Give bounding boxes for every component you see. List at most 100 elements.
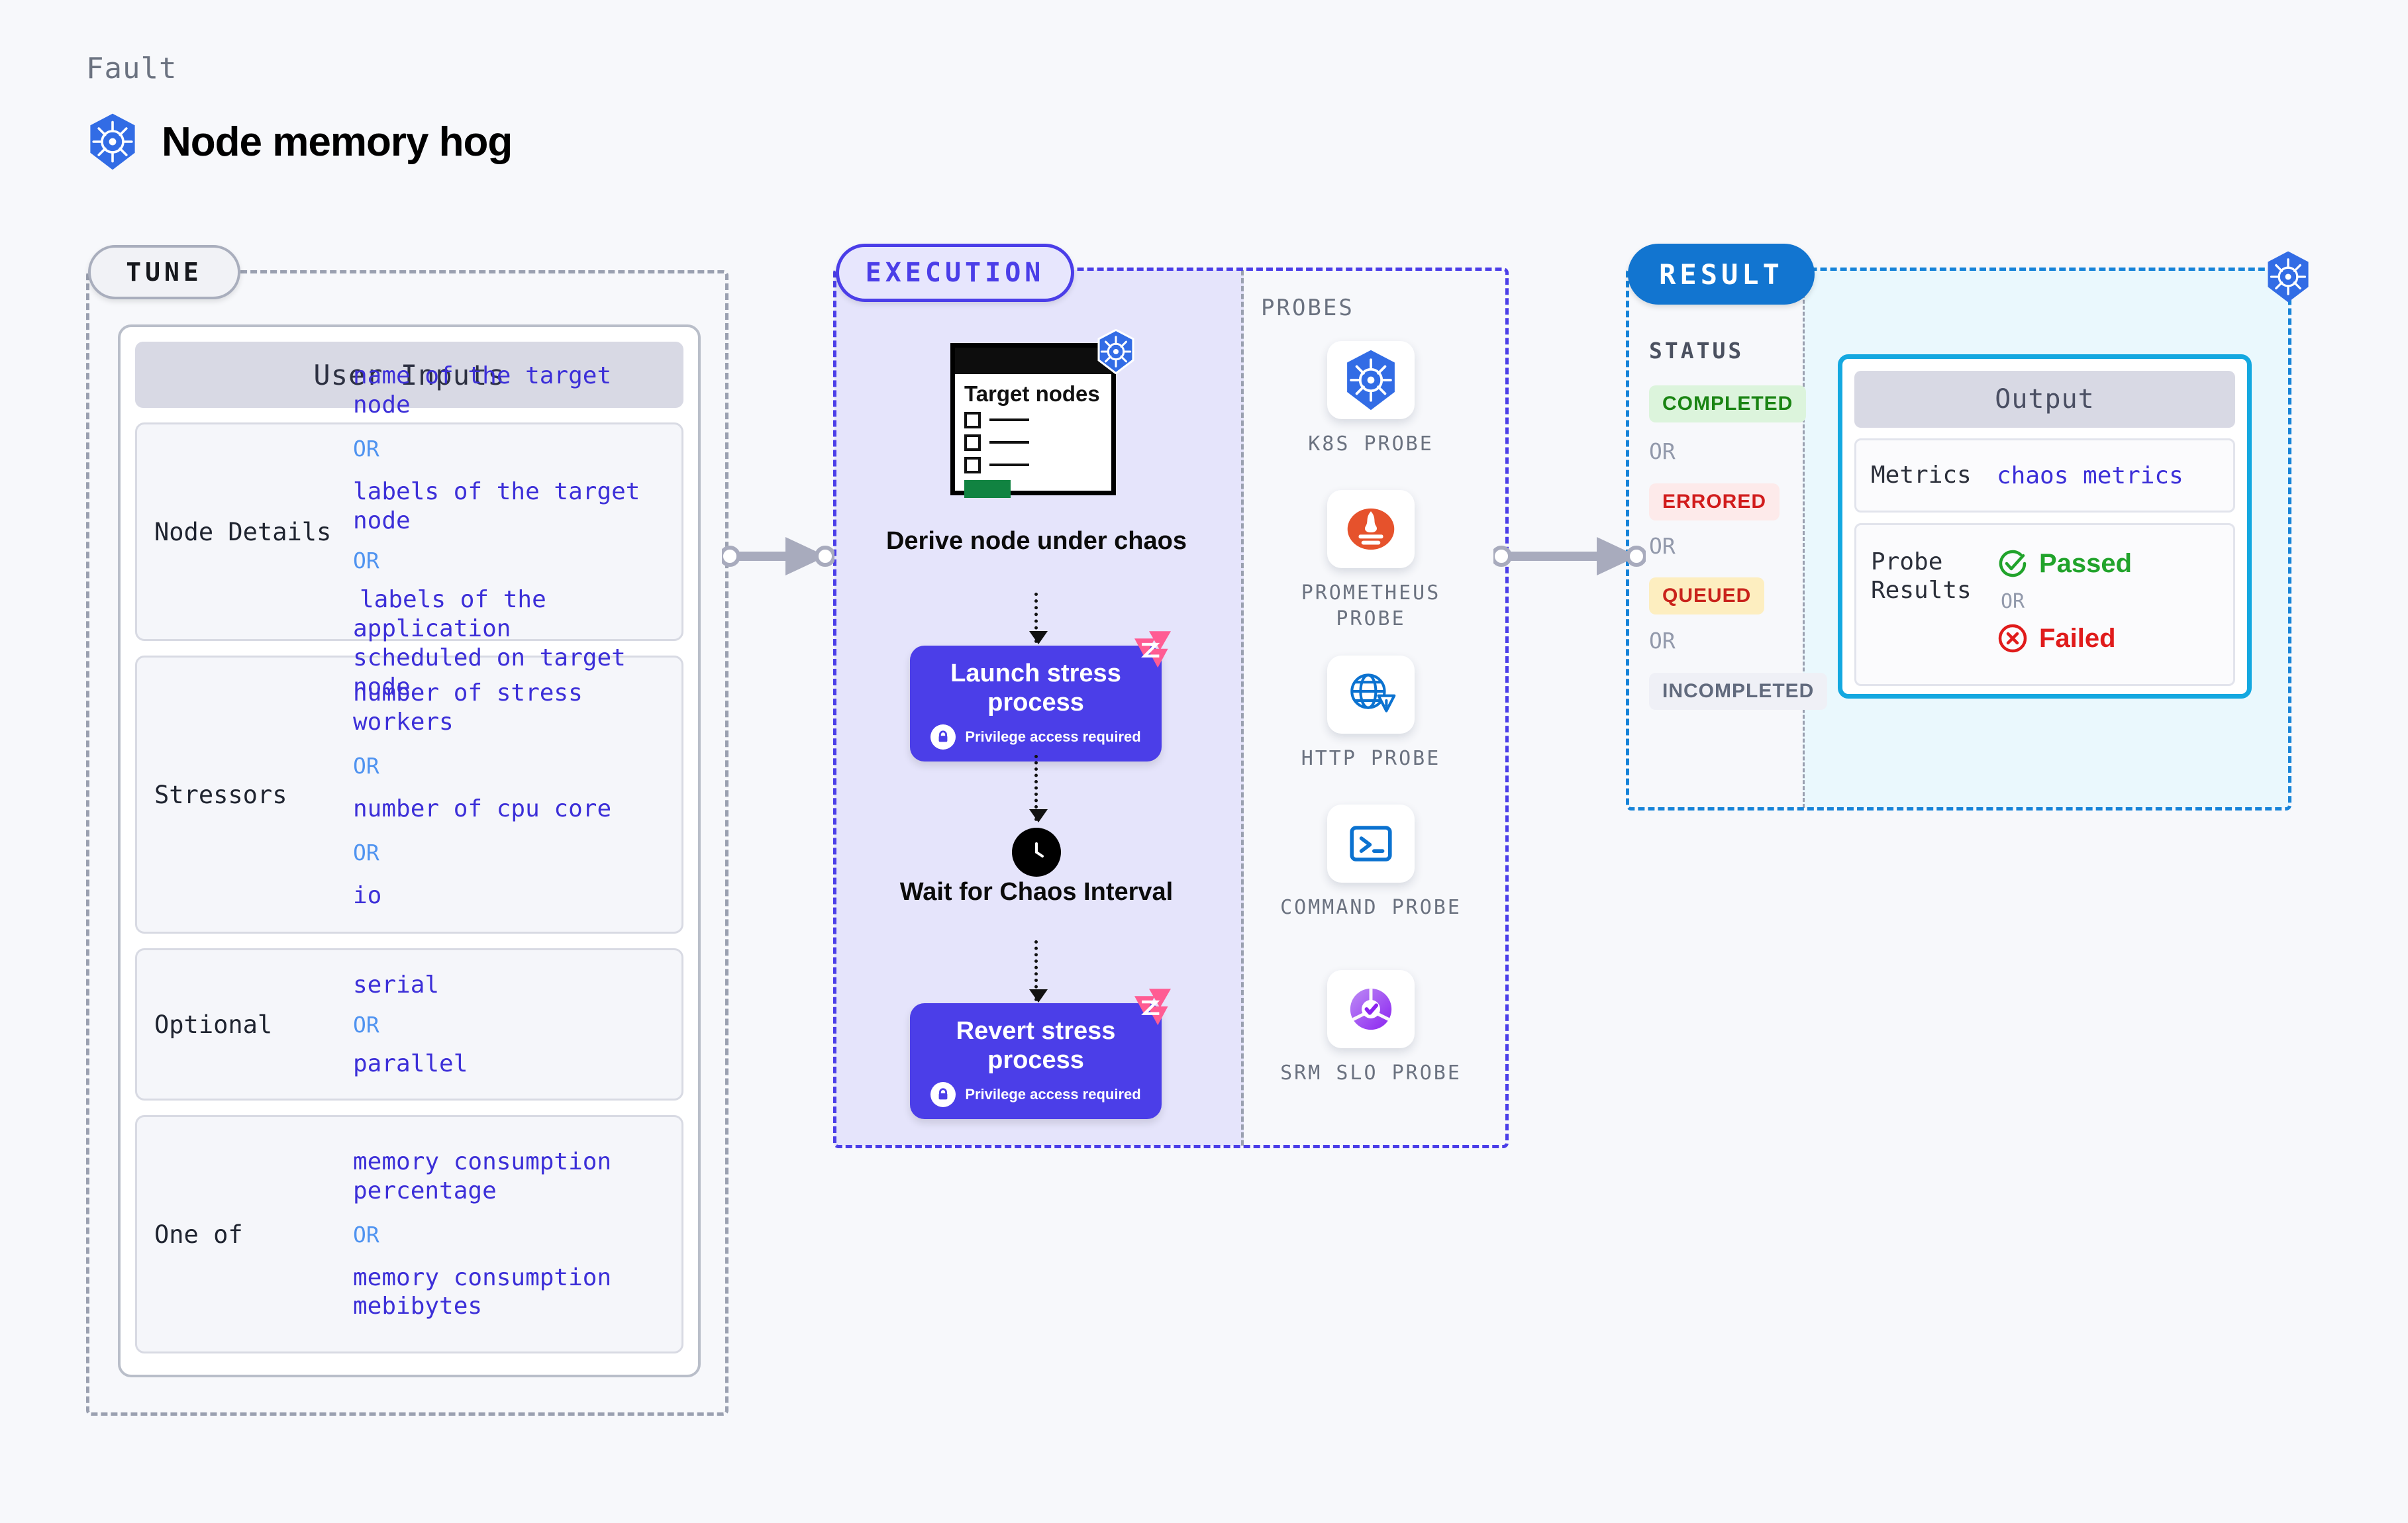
status-badge: QUEUED <box>1649 577 1765 614</box>
target-nodes-title: Target nodes <box>964 381 1100 406</box>
tune-frame <box>86 270 728 1416</box>
step-title: Launch stress process <box>950 660 1121 717</box>
user-inputs-title: User Inputs <box>135 342 683 408</box>
passed-label: Passed <box>2039 548 2132 578</box>
value-item: name of the target node <box>353 362 612 419</box>
checklist-item <box>964 456 1102 473</box>
probe-label: HTTP PROBE <box>1301 747 1441 770</box>
kubernetes-icon <box>2268 251 2309 303</box>
table-row: Optional serial OR parallel <box>135 948 683 1101</box>
probe-label: COMMAND PROBE <box>1280 896 1462 919</box>
probe-result-failed: Failed <box>1997 622 2132 654</box>
check-circle-icon <box>1999 550 2027 577</box>
probes-section-label: PROBES <box>1261 295 1354 321</box>
connector-tune-to-execution <box>722 537 834 575</box>
checkbox-icon <box>964 434 981 451</box>
stage-pill-execution[interactable]: EXECUTION <box>836 244 1074 302</box>
value-item: memory consumption percentage <box>353 1148 612 1204</box>
status-badge: COMPLETED <box>1649 385 1807 422</box>
flow-arrow <box>1029 593 1048 644</box>
probe-label: PROMETHEUS PROBE <box>1301 581 1441 630</box>
privilege-note: Privilege access required <box>917 724 1155 750</box>
output-card: Output Metrics chaos metrics Probe Resul… <box>1838 354 2252 699</box>
litmus-chaos-icon <box>1134 989 1171 1026</box>
litmus-chaos-icon <box>1134 631 1171 668</box>
or-separator: OR <box>353 753 379 779</box>
privilege-text: Privilege access required <box>965 728 1141 745</box>
probe-results-label: Probe Results <box>1871 548 1972 605</box>
probe-prometheus[interactable]: PROMETHEUS PROBE <box>1272 490 1470 632</box>
value-item: number of stress workers <box>353 679 583 736</box>
row-label-one-of: One of <box>154 1220 243 1249</box>
step-revert-stress-process[interactable]: Revert stress process Privilege access r… <box>910 989 1171 1119</box>
row-label-stressors: Stressors <box>154 780 287 809</box>
checklist-item <box>964 411 1102 428</box>
user-inputs-card: User Inputs Node Details name of the tar… <box>118 324 701 1377</box>
target-nodes-card: Target nodes <box>950 329 1134 498</box>
table-row: Stressors number of stress workers OR nu… <box>135 656 683 934</box>
value-item: labels of the application scheduled on t… <box>353 586 626 701</box>
card-titlebar <box>955 348 1111 374</box>
row-values: serial OR parallel <box>353 971 664 1079</box>
output-title: Output <box>1854 371 2235 428</box>
row-values: number of stress workers OR number of cp… <box>353 679 664 910</box>
probe-label: SRM SLO PROBE <box>1280 1061 1462 1085</box>
output-probe-results-row: Probe Results Passed OR Faile <box>1854 523 2235 686</box>
table-row: One of memory consumption percentage OR … <box>135 1115 683 1353</box>
or-separator: OR <box>353 436 379 462</box>
row-label-optional: Optional <box>154 1010 273 1039</box>
flow-arrow <box>1029 755 1048 822</box>
probe-srm-slo[interactable]: SRM SLO PROBE <box>1272 970 1470 1086</box>
step-caption-wait-interval: Wait for Chaos Interval <box>899 878 1174 906</box>
status-badge: INCOMPLETED <box>1649 673 1828 710</box>
value-item: number of cpu core <box>353 795 612 822</box>
or-separator: OR <box>353 548 379 573</box>
stage-pill-result[interactable]: RESULT <box>1628 244 1815 305</box>
step-launch-stress-process[interactable]: Launch stress process Privilege access r… <box>910 631 1171 762</box>
metrics-value: chaos metrics <box>1997 462 2183 489</box>
page-title: Node memory hog <box>162 119 513 165</box>
stage-pill-tune[interactable]: TUNE <box>88 245 240 299</box>
kubernetes-icon <box>1327 341 1415 419</box>
slo-gauge-icon <box>1327 970 1415 1048</box>
table-row: Node Details name of the target node OR … <box>135 362 683 701</box>
or-separator: OR <box>353 1221 379 1248</box>
or-separator: OR <box>2001 590 2025 613</box>
checkbox-icon <box>964 456 981 473</box>
or-separator: OR <box>1649 628 1676 654</box>
row-values: name of the target node OR labels of the… <box>353 362 664 701</box>
privilege-text: Privilege access required <box>965 1085 1141 1103</box>
checkbox-icon <box>964 411 981 428</box>
lock-icon <box>930 1081 956 1107</box>
globe-warning-icon <box>1327 656 1415 734</box>
status-section-label: STATUS <box>1649 338 1744 364</box>
row-label-node-details: Node Details <box>154 517 332 546</box>
terminal-icon <box>1327 805 1415 883</box>
output-metrics-row: Metrics chaos metrics <box>1854 438 2235 513</box>
execution-frame <box>833 268 1509 1148</box>
line-placeholder <box>989 464 1029 467</box>
probe-http[interactable]: HTTP PROBE <box>1272 656 1470 771</box>
value-item: labels of the target node <box>353 478 640 535</box>
metrics-label: Metrics <box>1871 462 1972 489</box>
card-body: Target nodes <box>955 374 1111 506</box>
value-item: parallel <box>353 1050 468 1077</box>
failed-label: Failed <box>2039 623 2116 653</box>
or-separator: OR <box>1649 533 1676 559</box>
probe-result-passed: Passed <box>1997 548 2132 579</box>
step-caption-derive-node: Derive node under chaos <box>885 527 1187 555</box>
or-separator: OR <box>353 1011 379 1038</box>
value-item: serial <box>353 971 440 999</box>
lock-icon <box>930 724 956 750</box>
or-separator: OR <box>353 839 379 865</box>
probe-k8s[interactable]: K8S PROBE <box>1272 341 1470 457</box>
clock-icon <box>1012 828 1061 877</box>
kubernetes-icon <box>90 113 135 170</box>
x-circle-icon <box>1998 624 2027 653</box>
probe-results-values: Passed OR Failed <box>1997 548 2132 654</box>
step-title: Revert stress process <box>956 1017 1116 1075</box>
probe-command[interactable]: COMMAND PROBE <box>1272 805 1470 920</box>
line-placeholder <box>989 418 1029 422</box>
privilege-note: Privilege access required <box>917 1081 1155 1107</box>
